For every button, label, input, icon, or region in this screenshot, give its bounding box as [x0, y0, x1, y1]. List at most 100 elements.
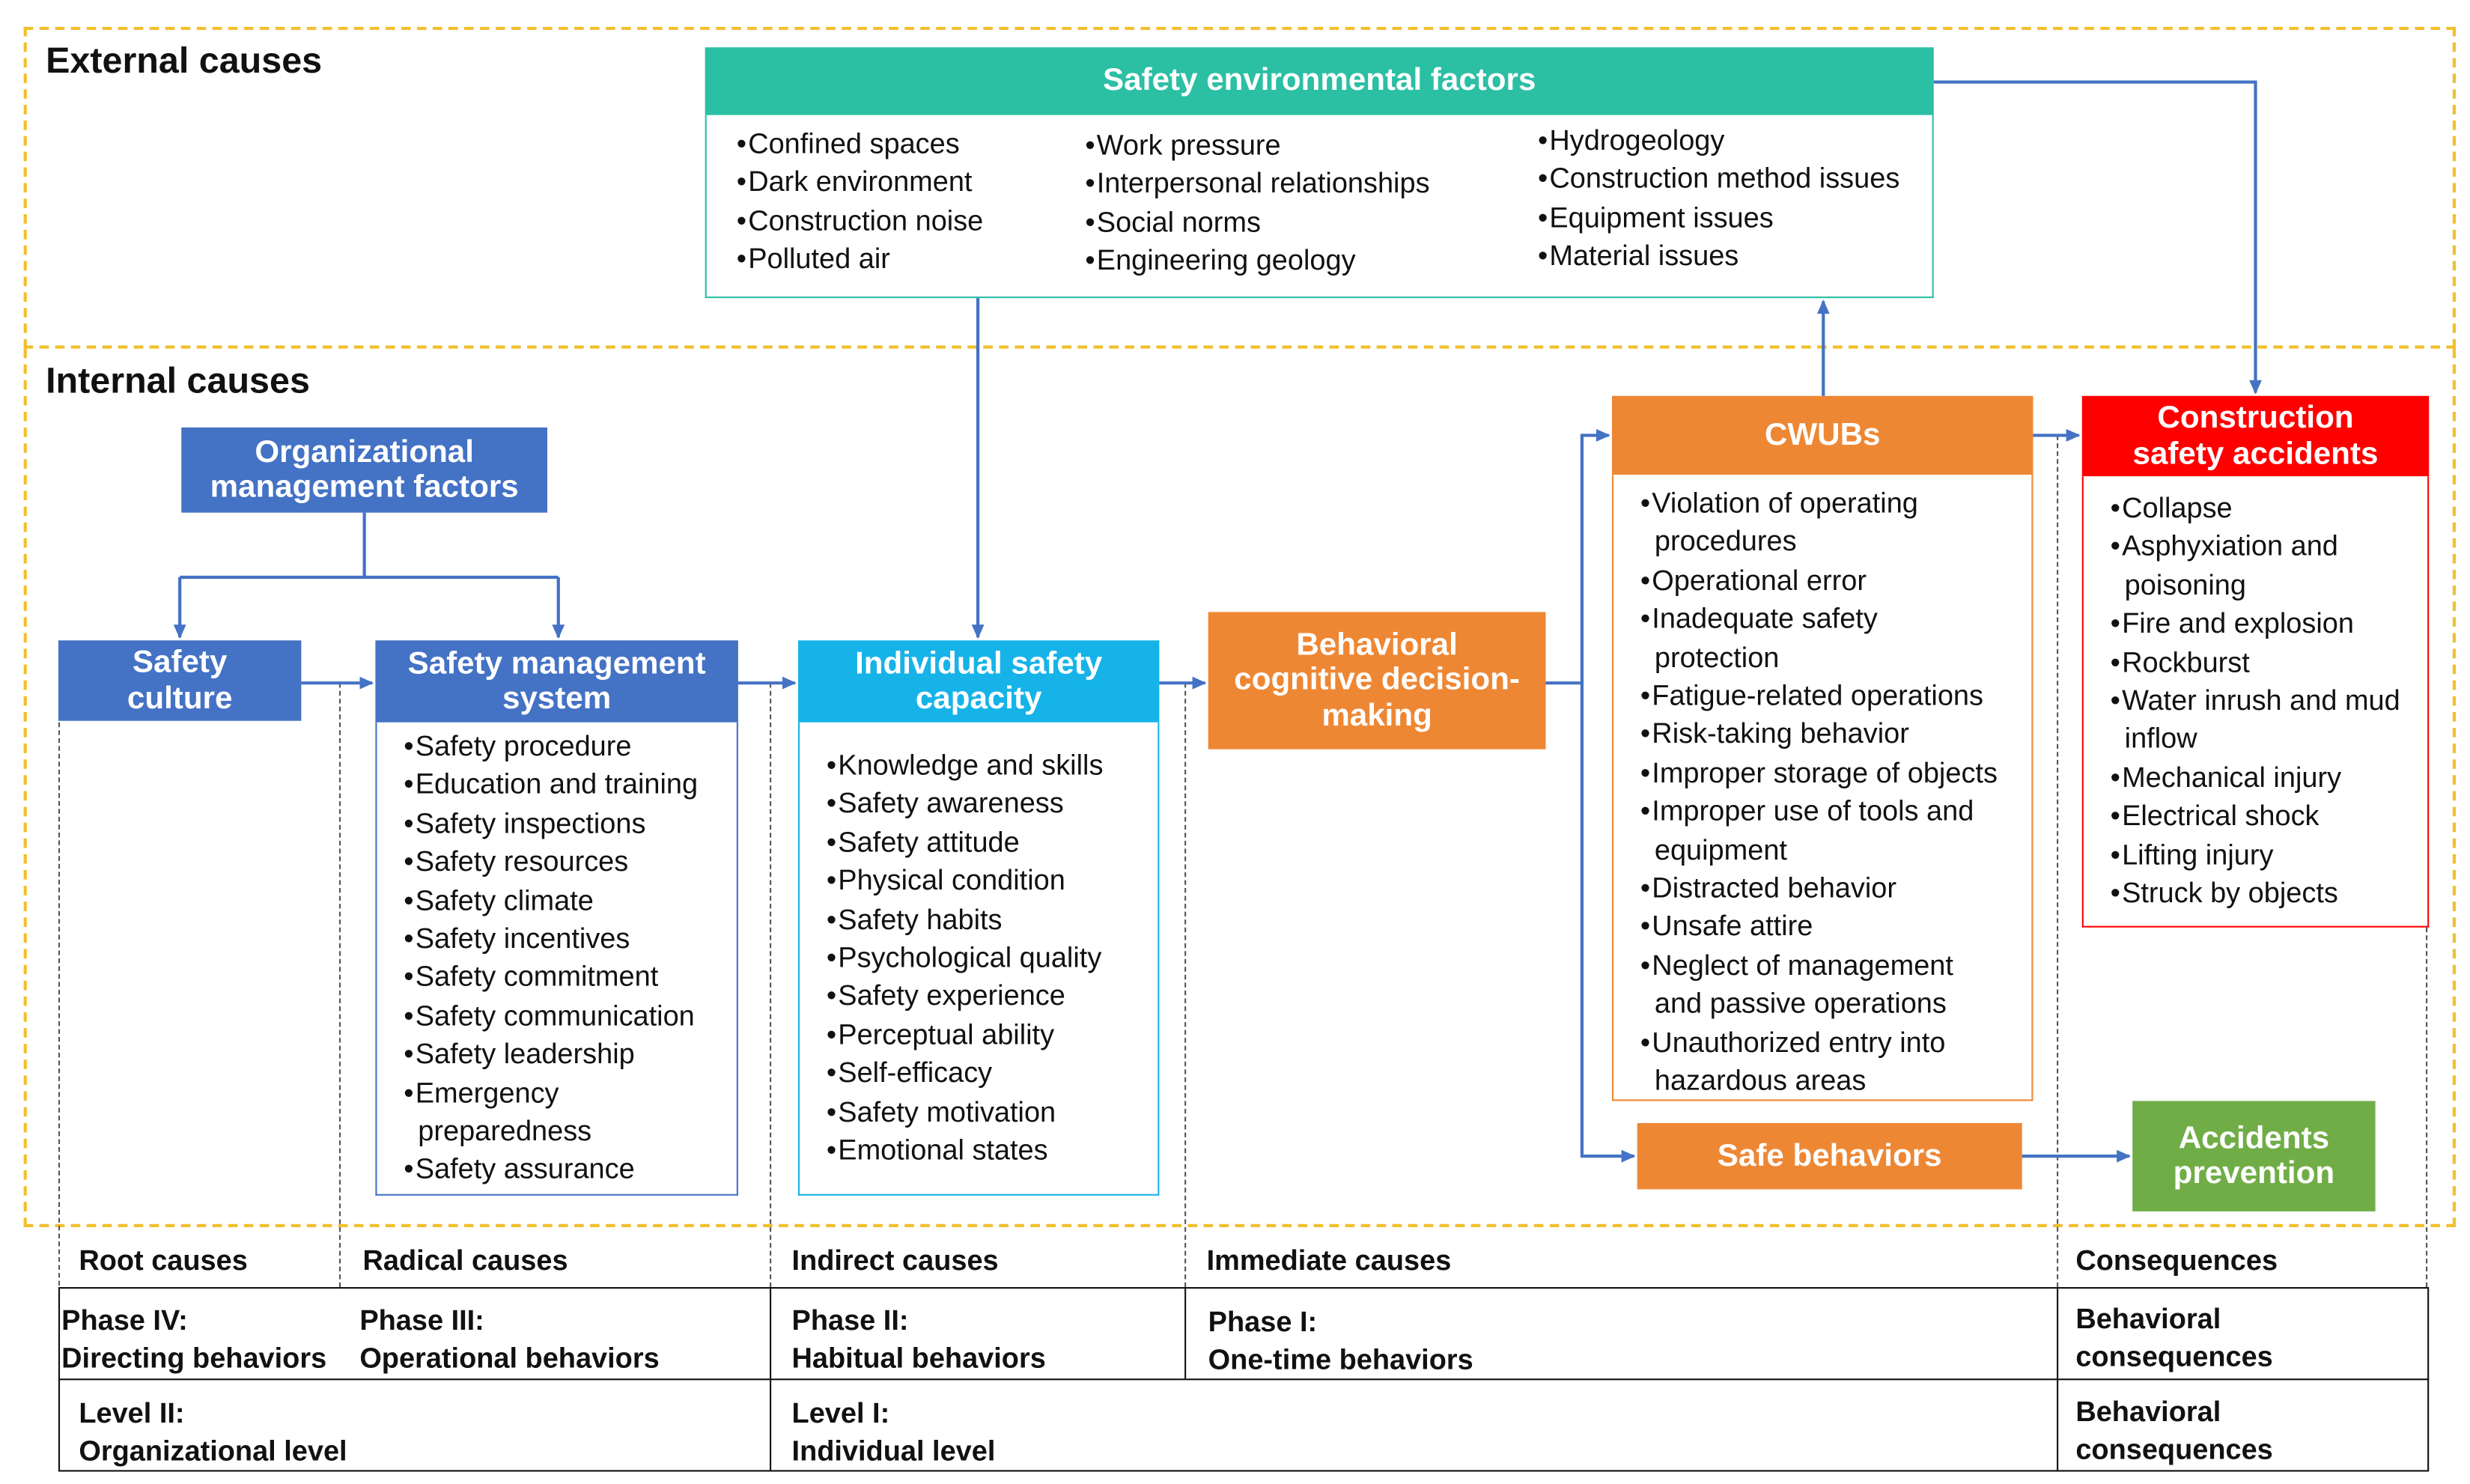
- table-divider: [770, 1287, 772, 1472]
- list-item: Physical condition: [815, 862, 1103, 900]
- separator-line: [2426, 927, 2428, 1288]
- separator-line: [58, 722, 61, 1286]
- level-consequences-cell: Behavioral consequences: [2075, 1393, 2272, 1468]
- isc-header: Individual safety capacity: [797, 640, 1160, 723]
- accidents-list: Collapse Asphyxiation and poisoning Fire…: [2099, 489, 2423, 913]
- list-item: Polluted air: [726, 240, 983, 279]
- table-divider: [2057, 1287, 2059, 1472]
- list-item: Self-efficacy: [815, 1054, 1103, 1092]
- sms-header: Safety management system: [375, 640, 738, 723]
- separator-line: [770, 683, 772, 1288]
- list-item: Material issues: [1527, 237, 1899, 275]
- phase-label: Phase I:: [1208, 1306, 1318, 1338]
- list-item: Safety climate: [393, 881, 732, 919]
- list-item: Rockburst: [2099, 643, 2423, 681]
- phase-label: Behavioral: [2075, 1303, 2221, 1335]
- internal-causes-label: Internal causes: [46, 359, 310, 401]
- isc-list: Knowledge and skills Safety awareness Sa…: [815, 746, 1103, 1170]
- env-factors-header: Safety environmental factors: [705, 47, 1934, 115]
- arrow-env-to-accidents: [1933, 80, 2262, 395]
- list-item: Safety incentives: [393, 919, 732, 958]
- internal-zone: [23, 348, 2457, 1227]
- list-item: Safety resources: [393, 842, 732, 881]
- accidents-header: Construction safety accidents: [2081, 395, 2430, 477]
- phase-2-cell: Phase II: Habitual behaviors: [792, 1301, 1046, 1377]
- list-item: Unsafe attire: [1629, 907, 2027, 946]
- list-item: Safety motivation: [815, 1092, 1103, 1131]
- level-2-cell: Level II: Organizational level: [79, 1394, 347, 1470]
- list-item: Psychological quality: [815, 939, 1103, 977]
- list-item: Risk-taking behavior: [1629, 715, 2027, 753]
- list-item: Inadequate safety protection: [1629, 600, 1923, 677]
- list-item: Emergency preparedness: [393, 1074, 591, 1151]
- cwubs-list: Violation of operating procedures Operat…: [1629, 484, 2027, 1101]
- list-item: Unauthorized entry into hazardous areas: [1629, 1024, 1986, 1101]
- phase-value: Directing behaviors: [61, 1342, 327, 1374]
- level-1-cell: Level I: Individual level: [792, 1394, 996, 1470]
- list-item: Neglect of management and passive operat…: [1629, 946, 1994, 1024]
- list-item: Asphyxiation and poisoning: [2099, 527, 2393, 604]
- external-causes-label: External causes: [46, 39, 323, 81]
- level-label: Level I:: [791, 1397, 890, 1429]
- list-item: Safety inspections: [393, 804, 732, 842]
- root-causes-label: Root causes: [79, 1244, 248, 1277]
- list-item: Operational error: [1629, 562, 2027, 600]
- consequences-label: Consequences: [2075, 1244, 2278, 1277]
- external-zone: [23, 26, 2457, 349]
- list-item: Social norms: [1074, 203, 1430, 241]
- org-management-box: Organizational management factors: [181, 427, 548, 513]
- list-item: Confined spaces: [726, 124, 983, 162]
- list-item: Work pressure: [1074, 127, 1430, 165]
- level-value: Organizational level: [79, 1435, 347, 1468]
- list-item: Safety assurance: [393, 1151, 732, 1189]
- list-item: Improper use of tools and equipment: [1629, 792, 2010, 869]
- level-value: consequences: [2075, 1433, 2273, 1466]
- phase-4-cell: Phase IV: Directing behaviors: [61, 1301, 326, 1377]
- phase-3-cell: Phase III: Operational behaviors: [359, 1301, 659, 1377]
- phase-label: Phase III:: [359, 1304, 484, 1336]
- list-item: Water inrush and mud inflow: [2099, 681, 2433, 758]
- phase-label: Phase II:: [791, 1304, 909, 1336]
- phase-value: Habitual behaviors: [791, 1342, 1046, 1374]
- list-item: Lifting injury: [2099, 836, 2423, 874]
- accidents-box: Collapse Asphyxiation and poisoning Fire…: [2081, 476, 2430, 928]
- list-item: Safety procedure: [393, 727, 732, 765]
- arrow-org-to-culture: [180, 575, 559, 637]
- level-label: Level II:: [79, 1397, 185, 1429]
- cwubs-header: CWUBs: [1611, 395, 2034, 475]
- phase-value: consequences: [2075, 1340, 2273, 1372]
- phase-value: Operational behaviors: [359, 1342, 660, 1374]
- level-value: Individual level: [791, 1435, 996, 1468]
- list-item: Safety awareness: [815, 785, 1103, 823]
- separator-line: [338, 683, 341, 1288]
- list-item: Electrical shock: [2099, 797, 2423, 835]
- indirect-causes-label: Indirect causes: [791, 1244, 999, 1277]
- env-col-3: Hydrogeology Construction method issues …: [1527, 121, 1899, 276]
- list-item: Fire and explosion: [2099, 604, 2423, 642]
- list-item: Hydrogeology: [1527, 121, 1899, 159]
- bcd-box: Behavioral cognitive decision-making: [1208, 612, 1546, 749]
- table-divider: [1184, 1287, 1187, 1379]
- safety-culture-box: Safety culture: [58, 640, 302, 721]
- separator-line: [1184, 683, 1187, 1288]
- phase-1-cell: Phase I: One-time behaviors: [1208, 1303, 1473, 1378]
- list-item: Dark environment: [726, 163, 983, 201]
- env-factors-box: Confined spaces Dark environment Constru…: [705, 115, 1934, 299]
- list-item: Safety leadership: [393, 1035, 732, 1073]
- list-item: Emotional states: [815, 1131, 1103, 1170]
- list-item: Construction noise: [726, 201, 983, 240]
- list-item: Safety experience: [815, 977, 1103, 1015]
- list-item: Construction method issues: [1527, 160, 1899, 198]
- arrow-bcd-branch: [1545, 429, 1610, 685]
- list-item: Perceptual ability: [815, 1015, 1103, 1053]
- accidents-prevention-box: Accidents prevention: [2132, 1101, 2376, 1211]
- list-item: Violation of operating procedures: [1629, 484, 1954, 562]
- env-col-1: Confined spaces Dark environment Constru…: [726, 124, 983, 279]
- sms-box: Safety procedure Education and training …: [375, 722, 738, 1196]
- list-item: Safety commitment: [393, 958, 732, 997]
- list-item: Distracted behavior: [1629, 869, 2027, 907]
- phase-value: One-time behaviors: [1208, 1343, 1473, 1375]
- list-item: Education and training: [393, 766, 732, 804]
- radical-causes-label: Radical causes: [362, 1244, 568, 1277]
